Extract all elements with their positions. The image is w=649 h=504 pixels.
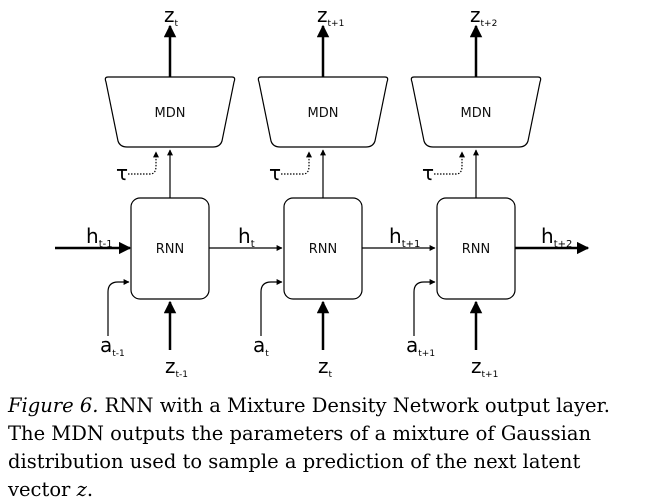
mdn-label: MDN — [461, 106, 492, 121]
rnn-box — [436, 197, 516, 300]
mdn-box — [410, 76, 542, 148]
rnn-box — [130, 197, 210, 300]
tau-arrow — [281, 151, 312, 175]
rnn-box — [283, 197, 363, 300]
a-in-arrow — [260, 279, 283, 336]
mdn-box — [104, 76, 236, 148]
rnn-label: RNN — [462, 242, 490, 257]
tau-arrow — [128, 151, 159, 175]
a-in-label: at — [253, 333, 269, 359]
z-in-label: zt-1 — [165, 354, 188, 380]
z-out-label: zt+1 — [317, 3, 344, 29]
rnn-label: RNN — [309, 242, 337, 257]
mdn-label: MDN — [155, 106, 186, 121]
column-2: zt+2 MDN τ RNN at+1 zt+1 — [406, 3, 542, 380]
caption-variable: z — [76, 478, 87, 501]
hidden-label-3: ht+2 — [541, 224, 572, 250]
caption-text: RNN with a Mixture Density Network outpu… — [8, 394, 610, 501]
a-in-label: at+1 — [406, 333, 435, 359]
a-in-label: at-1 — [100, 333, 125, 359]
figure-label: Figure 6. — [8, 394, 99, 417]
z-out-label: zt+2 — [470, 3, 497, 29]
a-in-arrow — [413, 279, 436, 336]
tau-label: τ — [422, 161, 434, 185]
z-in-label: zt+1 — [471, 354, 498, 380]
caption-end: . — [86, 478, 94, 501]
hidden-label-2: ht+1 — [389, 224, 420, 250]
figure-caption: Figure 6. RNN with a Mixture Density Net… — [8, 392, 640, 504]
hidden-label-0: ht-1 — [86, 224, 113, 250]
tau-arrow — [434, 151, 465, 175]
column-0: zt MDN τ RNN at-1 zt-1 — [100, 3, 236, 380]
hidden-label-1: ht — [238, 224, 255, 250]
column-1: zt+1 MDN τ RNN at zt — [253, 3, 389, 380]
rnn-label: RNN — [156, 242, 184, 257]
rnn-mdn-diagram: ht-1 ht ht+1 ht+2 zt MDN τ RNN at-1 zt-1… — [55, 3, 590, 380]
mdn-box — [257, 76, 389, 148]
mdn-label: MDN — [308, 106, 339, 121]
tau-label: τ — [116, 161, 128, 185]
z-out-label: zt — [164, 3, 179, 29]
tau-label: τ — [269, 161, 281, 185]
a-in-arrow — [107, 279, 130, 336]
z-in-label: zt — [318, 354, 333, 380]
